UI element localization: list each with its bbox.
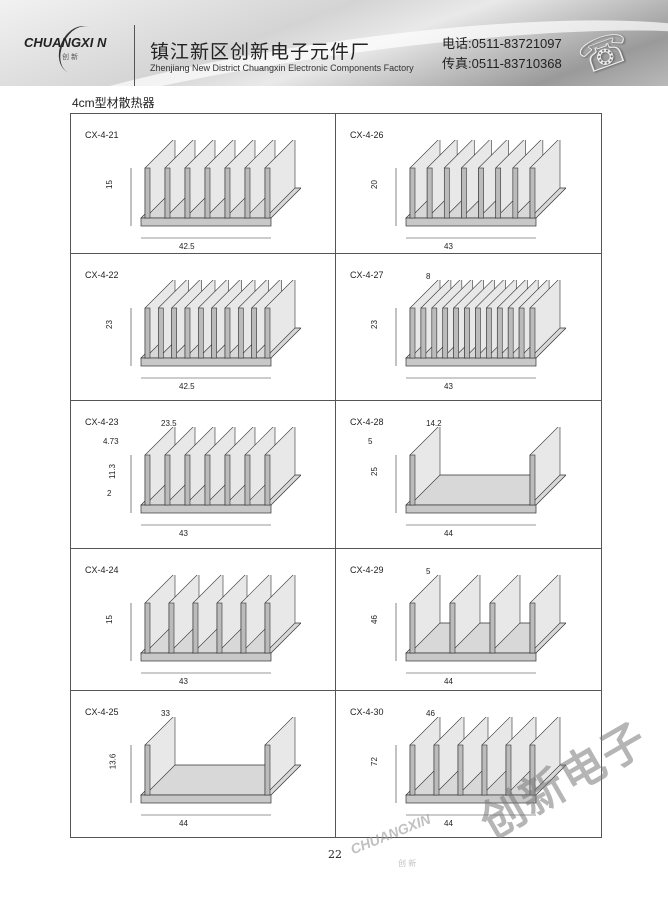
width-dimension: 43 — [444, 382, 453, 391]
heatsink-drawing: 43 11.3 23.5 4.73 2 — [103, 419, 302, 538]
heatsink-drawing: 43 23 8 — [370, 272, 567, 391]
model-label: CX-4-28 — [350, 417, 384, 427]
model-label: CX-4-26 — [350, 130, 384, 140]
heatsink-profile-icon — [130, 572, 302, 674]
product-cell: CX-4-24 43 15 — [71, 549, 336, 691]
heatsink-profile-icon — [130, 137, 302, 239]
watermark-logo-sub: 创 新 — [398, 859, 417, 868]
model-label: CX-4-23 — [85, 417, 119, 427]
product-cell: CX-4-25 44 13.6 33 — [71, 691, 336, 837]
telephone: 电话:0511-83721097 — [442, 36, 562, 51]
width-dimension: 44 — [444, 677, 453, 686]
extra-dimension: 5 — [368, 437, 373, 446]
height-dimension: 13.6 — [108, 753, 118, 770]
model-label: CX-4-24 — [85, 565, 119, 575]
model-label: CX-4-29 — [350, 565, 384, 575]
heatsink-drawing: 43 15 — [105, 572, 302, 686]
model-label: CX-4-30 — [350, 707, 384, 717]
width-dimension: 43 — [179, 529, 188, 538]
page-number: 22 — [328, 848, 342, 861]
company-logo: CHUANGXI N — [24, 35, 107, 50]
extra-dimension: 8 — [426, 272, 431, 281]
heatsink-drawing: 44 13.6 33 — [108, 709, 302, 828]
extra-dimension: 5 — [426, 567, 431, 576]
logo-subtext: 创 新 — [62, 54, 78, 61]
heatsink-profile-icon — [395, 572, 567, 674]
extra-dimension: 14.2 — [426, 419, 442, 428]
width-dimension: 44 — [444, 819, 453, 828]
heatsink-profile-icon — [395, 137, 567, 239]
product-cell: CX-4-21 42.5 15 — [71, 114, 336, 254]
height-dimension: 46 — [369, 615, 379, 624]
height-dimension: 72 — [369, 757, 379, 766]
extra-dimension: 46 — [426, 709, 435, 718]
product-cell: CX-4-28 44 25 14.2 5 — [336, 401, 601, 549]
width-dimension: 44 — [444, 529, 453, 538]
height-dimension: 20 — [369, 180, 379, 189]
model-label: CX-4-22 — [85, 270, 119, 280]
heatsink-profile-icon — [130, 714, 302, 816]
height-dimension: 11.3 — [107, 464, 117, 479]
height-dimension: 25 — [369, 467, 379, 476]
fax: 传真:0511-83710368 — [442, 56, 562, 71]
heatsink-profile-icon — [395, 424, 567, 526]
heatsink-drawing: 44 72 46 — [370, 709, 567, 828]
product-cell: CX-4-22 42.5 23 — [71, 254, 336, 401]
logo-arc — [51, 19, 107, 81]
section-title: 4cm型材散热器 — [72, 96, 155, 110]
heatsink-drawing: 42.5 15 — [105, 137, 302, 251]
heatsink-drawing: 42.5 23 — [105, 277, 302, 391]
height-dimension: 15 — [104, 615, 114, 624]
model-label: CX-4-27 — [350, 270, 384, 280]
header-banner: CHUANGXI N 创 新 镇江新区创新电子元件厂 Zhenjiang New… — [0, 0, 668, 86]
heatsink-drawing: 44 46 5 — [370, 567, 567, 686]
header-divider — [134, 25, 135, 86]
heatsink-drawing: 44 25 14.2 5 — [368, 419, 567, 538]
product-cell: CX-4-30 44 72 46 — [336, 691, 601, 837]
width-dimension: 42.5 — [179, 382, 195, 391]
height-dimension: 23 — [369, 320, 379, 329]
model-label: CX-4-21 — [85, 130, 119, 140]
extra-dimension: 4.73 — [103, 437, 119, 446]
width-dimension: 42.5 — [179, 242, 195, 251]
product-cell: CX-4-27 43 23 8 — [336, 254, 601, 401]
width-dimension: 44 — [179, 819, 188, 828]
extra-dimension: 2 — [107, 489, 112, 498]
height-dimension: 23 — [104, 320, 114, 329]
extra-dimension: 23.5 — [161, 419, 177, 428]
company-name-cn: 镇江新区创新电子元件厂 — [150, 41, 371, 63]
height-dimension: 15 — [104, 180, 114, 189]
heatsink-profile-icon — [395, 714, 567, 816]
heatsink-profile-icon — [130, 277, 302, 379]
extra-dimension: 33 — [161, 709, 170, 718]
heatsink-drawing: 43 20 — [370, 137, 567, 251]
product-cell: CX-4-26 43 20 — [336, 114, 601, 254]
model-label: CX-4-25 — [85, 707, 119, 717]
company-name-en: Zhenjiang New District Chuangxin Electro… — [150, 63, 414, 73]
width-dimension: 43 — [179, 677, 188, 686]
product-cell: CX-4-29 44 46 5 — [336, 549, 601, 691]
heatsink-profile-icon — [395, 277, 567, 379]
product-cell: CX-4-23 43 11.3 23.5 4.73 2 — [71, 401, 336, 549]
heatsink-profile-icon — [130, 424, 302, 526]
width-dimension: 43 — [444, 242, 453, 251]
